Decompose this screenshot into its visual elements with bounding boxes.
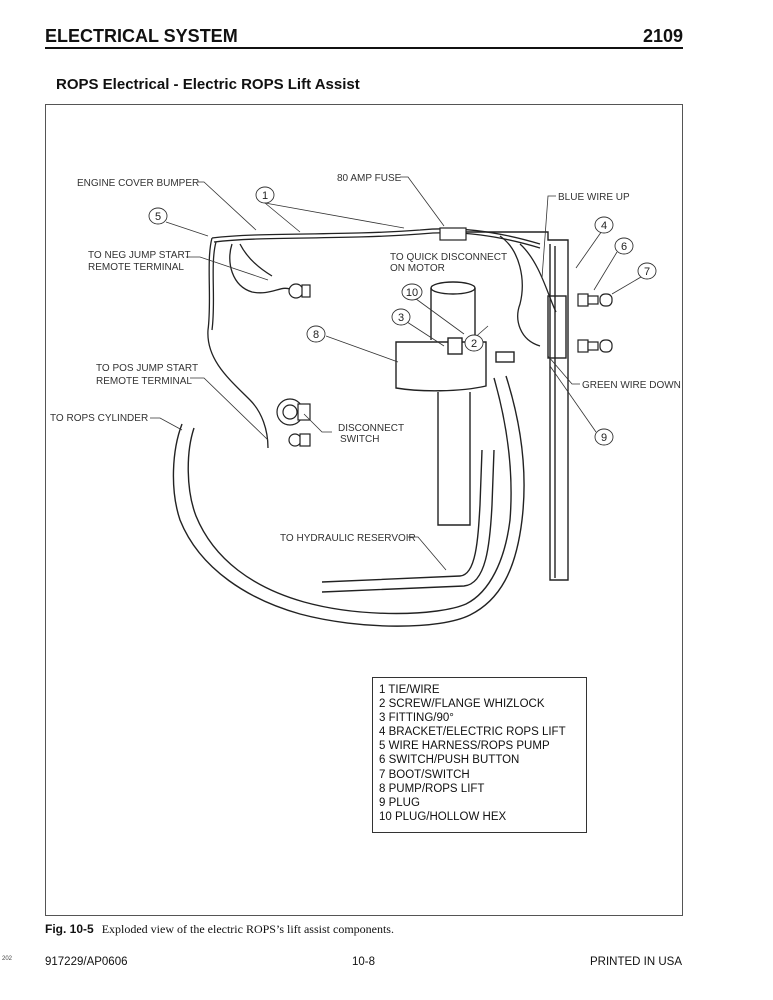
diagram-frame bbox=[45, 104, 683, 916]
item-number-6: 6 bbox=[621, 241, 627, 253]
item-number-5: 5 bbox=[155, 211, 161, 223]
push-button-switch-shape bbox=[577, 293, 589, 307]
item-number-4: 4 bbox=[601, 220, 607, 232]
callout-quick-disconnect-line1: TO QUICK DISCONNECT bbox=[390, 252, 507, 263]
switch-boot-shape bbox=[599, 293, 613, 307]
pump-cap bbox=[430, 281, 476, 295]
parts-list-item: 6 SWITCH/PUSH BUTTON bbox=[379, 754, 520, 767]
figure-caption: Fig. 10-5 Exploded view of the electric R… bbox=[45, 922, 394, 937]
parts-list-item: 2 SCREW/FLANGE WHIZLOCK bbox=[379, 698, 545, 711]
parts-list-item: 9 PLUG bbox=[379, 796, 420, 809]
footer-printed-in: PRINTED IN USA bbox=[589, 956, 682, 968]
footer-page-number: 10-8 bbox=[352, 956, 376, 968]
parts-list-item: 1 TIE/WIRE bbox=[379, 684, 440, 696]
callout-disconnect-switch-line2: SWITCH bbox=[340, 434, 379, 445]
parts-list-item: 3 FITTING/90° bbox=[379, 712, 454, 725]
section-title: ROPS Electrical - Electric ROPS Lift Ass… bbox=[56, 76, 360, 93]
item-number-1: 1 bbox=[262, 190, 268, 202]
reservoir-hose bbox=[321, 449, 483, 583]
rops-cylinder-hose bbox=[172, 375, 525, 627]
callout-amp-fuse: 80 AMP FUSE bbox=[337, 173, 402, 184]
callout-hydraulic-reservoir: TO HYDRAULIC RESERVOIR bbox=[280, 533, 416, 544]
parts-list-item: 10 PLUG/HOLLOW HEX bbox=[379, 810, 507, 823]
callout-disconnect-switch-line1: DISCONNECT bbox=[338, 423, 404, 434]
callout-engine-cover-bumper: ENGINE COVER BUMPER bbox=[77, 178, 199, 189]
item-number-3: 3 bbox=[398, 312, 404, 324]
item-number-10: 10 bbox=[406, 287, 418, 299]
parts-list-item: 7 BOOT/SWITCH bbox=[379, 768, 470, 781]
callout-quick-disconnect-line2: ON MOTOR bbox=[390, 263, 445, 274]
harness-left-line bbox=[207, 237, 269, 449]
figure-caption-text: Exploded view of the electric ROPS’s lif… bbox=[101, 922, 394, 936]
fuse-holder-shape bbox=[439, 227, 467, 241]
header-title: ELECTRICAL SYSTEM bbox=[45, 26, 238, 46]
item-number-7: 7 bbox=[644, 266, 650, 278]
callout-green-wire-down: GREEN WIRE DOWN bbox=[582, 380, 681, 391]
header-page-code: 2109 bbox=[642, 26, 683, 46]
callout-rops-cylinder: TO ROPS CYLINDER bbox=[50, 413, 148, 424]
header-rule bbox=[45, 47, 683, 49]
item-number-9: 9 bbox=[601, 432, 607, 444]
footer-document-code: 917229/AP0606 bbox=[45, 956, 128, 968]
parts-list-item: 4 BRACKET/ELECTRIC ROPS LIFT bbox=[379, 726, 566, 739]
callout-pos-jump-line1: TO POS JUMP START bbox=[96, 363, 198, 374]
callout-blue-wire-up: BLUE WIRE UP bbox=[558, 192, 630, 203]
pump-reservoir bbox=[395, 341, 487, 392]
item-number-2: 2 bbox=[471, 338, 477, 350]
parts-list-item: 5 WIRE HARNESS/ROPS PUMP bbox=[379, 740, 550, 753]
callout-neg-jump-line2: REMOTE TERMINAL bbox=[88, 262, 184, 273]
harness-top-line bbox=[211, 228, 541, 245]
callout-pos-jump-line2: REMOTE TERMINAL bbox=[96, 376, 192, 387]
neg-terminal-shape bbox=[288, 283, 304, 299]
rops-bracket-outline bbox=[450, 231, 569, 581]
parts-list-box: 1 TIE/WIRE 2 SCREW/FLANGE WHIZLOCK 3 FIT… bbox=[372, 677, 587, 833]
callout-neg-jump-line1: TO NEG JUMP START bbox=[88, 250, 191, 261]
figure-label: Fig. 10-5 bbox=[45, 922, 94, 936]
edge-mark: 202 bbox=[2, 956, 13, 962]
parts-list-item: 8 PUMP/ROPS LIFT bbox=[379, 782, 485, 795]
item-number-8: 8 bbox=[313, 329, 319, 341]
